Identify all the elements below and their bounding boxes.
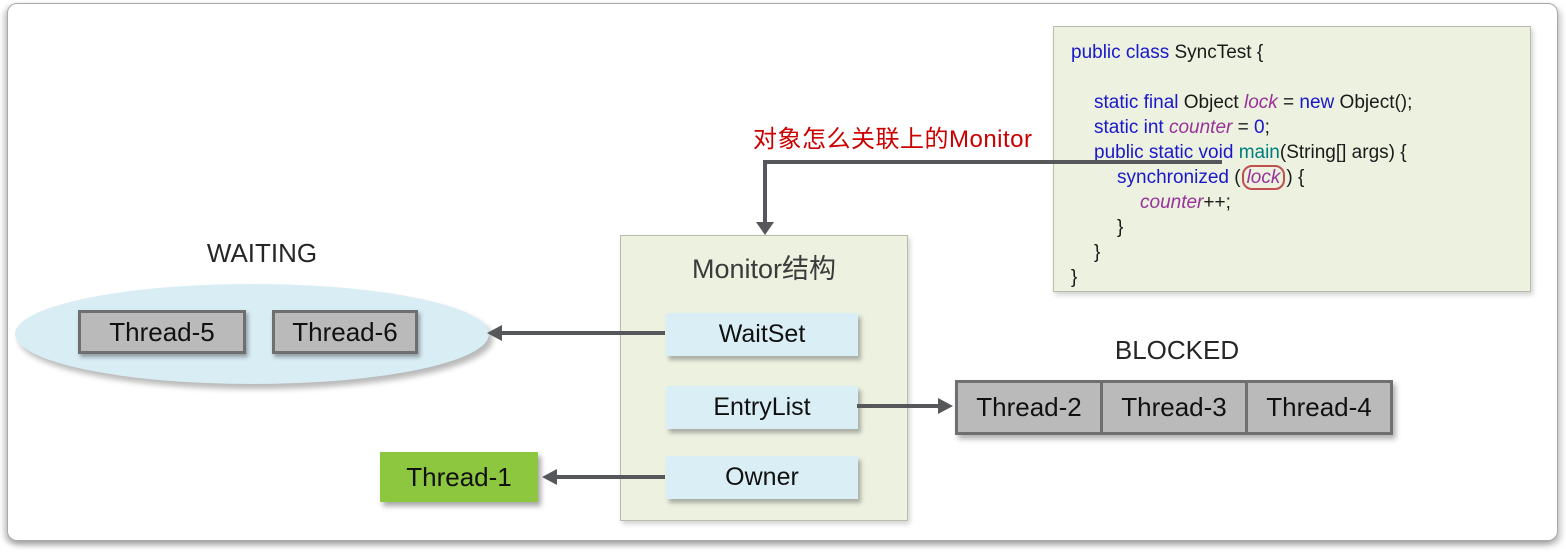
- code-token-lock-circled: lock: [1241, 165, 1286, 190]
- code-token: static int: [1094, 117, 1164, 138]
- code-token: ++;: [1203, 192, 1231, 213]
- code-block: public class SyncTest { static final Obj…: [1053, 26, 1531, 292]
- code-line: static int counter = 0;: [1071, 115, 1522, 140]
- arrow-waitset-to-waiting-line: [500, 331, 665, 335]
- code-token: }: [1094, 242, 1101, 263]
- code-token: counter: [1168, 117, 1233, 138]
- arrow-entrylist-to-blocked-line: [857, 404, 940, 408]
- monitor-slot-waitset: WaitSet: [666, 313, 858, 356]
- arrow-owner-to-thread1-line: [556, 475, 665, 479]
- code-token: main: [1238, 142, 1280, 163]
- code-token: synchronized: [1117, 167, 1229, 188]
- code-line: static final Object lock = new Object();: [1071, 90, 1522, 115]
- code-token: Object();: [1334, 92, 1413, 113]
- thread-box-3: Thread-3: [1100, 380, 1248, 435]
- thread-box-1: Thread-1: [380, 452, 538, 502]
- thread-box-2: Thread-2: [955, 380, 1103, 435]
- annotation-text: 对象怎么关联上的Monitor: [753, 126, 1033, 153]
- code-token: public class: [1071, 42, 1170, 63]
- arrow-down-icon: [756, 222, 774, 235]
- code-token: public static void: [1094, 142, 1234, 163]
- thread-box-4: Thread-4: [1245, 380, 1393, 435]
- monitor-slot-owner: Owner: [666, 456, 858, 499]
- code-token: ;: [1264, 117, 1270, 138]
- code-token: (String[] args) {: [1279, 142, 1407, 163]
- code-token: ) {: [1286, 167, 1305, 188]
- arrow-right-icon: [938, 398, 953, 414]
- code-token: new: [1299, 92, 1335, 113]
- arrow-code-to-monitor-v: [763, 160, 767, 223]
- arrow-left-icon: [487, 325, 502, 341]
- code-token: =: [1277, 92, 1300, 113]
- code-token: lock: [1243, 92, 1278, 113]
- monitor-structure-box: Monitor结构 WaitSet EntryList Owner: [620, 235, 908, 521]
- thread-box-6: Thread-6: [272, 310, 418, 354]
- code-line: public static void main(String[] args) {: [1071, 140, 1522, 165]
- code-line: }: [1071, 265, 1522, 290]
- code-line: }: [1071, 215, 1522, 240]
- code-line-blank: [1071, 65, 1522, 90]
- code-token: }: [1117, 217, 1124, 238]
- arrow-left-icon: [542, 469, 557, 485]
- waiting-label: WAITING: [206, 238, 318, 268]
- code-token: 0: [1254, 117, 1265, 138]
- code-token: Object: [1178, 92, 1244, 113]
- code-token: static final: [1094, 92, 1179, 113]
- code-line: counter++;: [1071, 190, 1522, 215]
- code-line: public class SyncTest {: [1071, 40, 1522, 65]
- monitor-slot-entrylist: EntryList: [666, 386, 858, 429]
- code-line: synchronized (lock) {: [1071, 165, 1522, 190]
- code-token: counter: [1140, 192, 1204, 213]
- code-line: }: [1071, 240, 1522, 265]
- thread-box-5: Thread-5: [78, 310, 246, 354]
- blocked-label: BLOCKED: [1114, 335, 1240, 365]
- code-token: }: [1071, 267, 1078, 288]
- monitor-title: Monitor结构: [691, 254, 837, 284]
- code-token: (: [1228, 167, 1241, 188]
- code-token: =: [1232, 117, 1255, 138]
- arrow-code-to-monitor-h: [763, 160, 1222, 164]
- code-token: SyncTest {: [1169, 42, 1264, 63]
- blocked-thread-row: Thread-2 Thread-3 Thread-4: [955, 380, 1393, 435]
